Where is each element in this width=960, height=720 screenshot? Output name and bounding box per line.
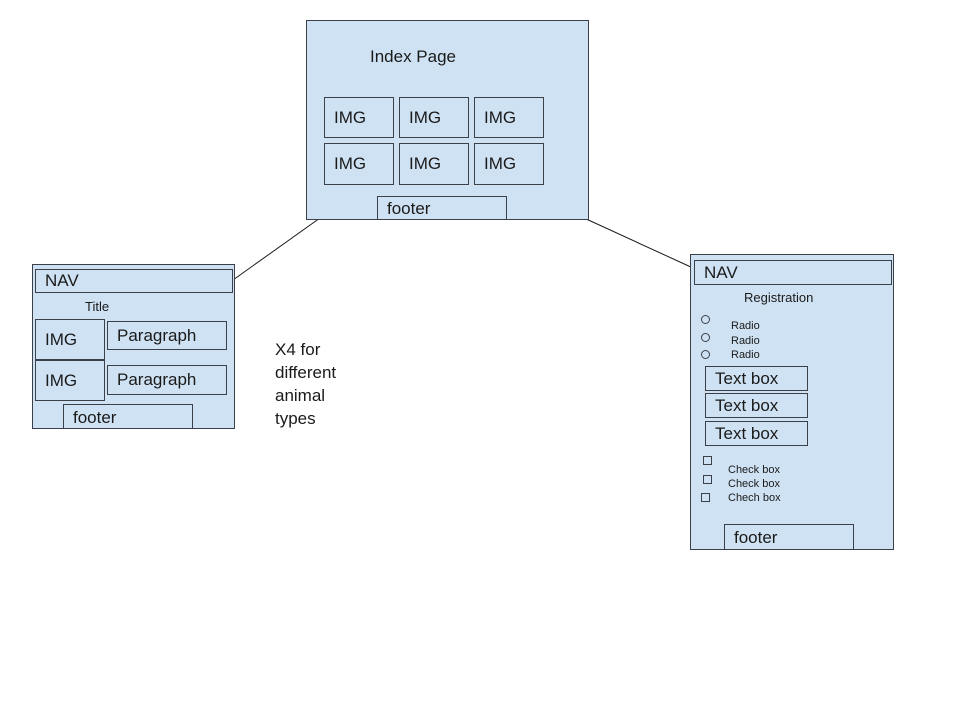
index-page-title: Index Page [370,47,457,66]
checkbox-square [703,475,712,484]
animal-image-placeholder: IMG [35,360,105,401]
radio-label: Radio [731,335,760,347]
index-image-placeholder: IMG [399,97,469,138]
note-line: different [275,363,337,382]
radio-label: Radio [731,349,760,361]
index-image-placeholder: IMG [474,97,544,138]
checkbox-label: Check box [728,478,780,490]
animal-paragraph-placeholder: Paragraph [107,321,227,350]
animal-page-title: Title [85,299,110,314]
animal-paragraph-placeholder: Paragraph [107,365,227,395]
registration-page-title: Registration [744,290,814,305]
radio-circle [701,333,710,342]
registration-footer: footer [724,524,854,550]
animal-image-placeholder: IMG [35,319,105,360]
registration-page-wireframe [690,254,894,550]
connector-index-to-registration [583,217,694,269]
index-image-placeholder: IMG [399,143,469,185]
registration-text-box: Text box [705,393,808,418]
index-footer: footer [377,196,507,220]
registration-text-box: Text box [705,366,808,391]
note-line: animal [275,386,326,405]
index-image-placeholder: IMG [324,143,394,185]
registration-nav-bar: NAV [694,260,892,285]
radio-circle [701,315,710,324]
checkbox-square [701,493,710,502]
animal-nav-bar: NAV [35,269,233,293]
note-line: types [275,409,316,428]
animal-footer: footer [63,404,193,429]
connector-index-to-animal [232,212,328,281]
index-page-wireframe [306,20,589,220]
checkbox-square [703,456,712,465]
radio-label: Radio [731,320,760,332]
checkbox-label: Chech box [728,492,781,504]
animal-types-note: X4 for different animal types [275,338,336,430]
index-image-placeholder: IMG [324,97,394,138]
registration-text-box: Text box [705,421,808,446]
radio-circle [701,350,710,359]
index-image-placeholder: IMG [474,143,544,185]
checkbox-label: Check box [728,464,780,476]
note-line: X4 for [275,340,321,359]
